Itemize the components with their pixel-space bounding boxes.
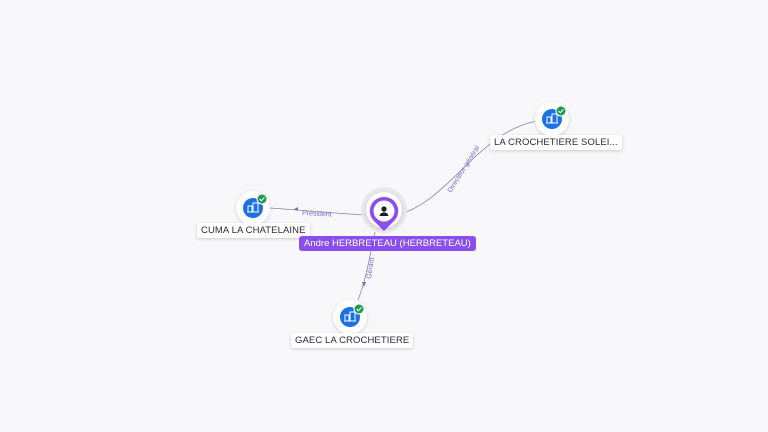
arrow-president xyxy=(294,207,298,211)
company-node-crochetiere-soleil[interactable] xyxy=(535,102,569,136)
edge-president xyxy=(269,207,367,216)
verified-check-icon xyxy=(353,303,365,315)
person-label[interactable]: Andre HERBRETEAU (HERBRETEAU) xyxy=(299,236,476,251)
verified-check-icon xyxy=(256,193,268,205)
company-label-cuma-chatelaine[interactable]: CUMA LA CHATELAINE xyxy=(197,223,310,238)
building-icon xyxy=(247,202,259,213)
edge-arrows xyxy=(294,207,366,287)
edge-label-directeur-general: Directeur général xyxy=(447,144,482,194)
company-node-gaec-crochetiere[interactable] xyxy=(333,300,367,334)
person-icon xyxy=(379,206,389,216)
building-icon xyxy=(344,311,356,322)
company-node-cuma-chatelaine[interactable] xyxy=(236,191,270,225)
company-label-crochetiere-soleil[interactable]: LA CROCHETIERE SOLEI... xyxy=(490,135,622,150)
verified-check-icon xyxy=(555,105,567,117)
person-node[interactable] xyxy=(361,187,407,233)
edge-label-gerant: Gérant xyxy=(366,257,376,279)
edge-label-president: Président xyxy=(302,210,332,219)
company-label-gaec-crochetiere[interactable]: GAEC LA CROCHETIERE xyxy=(291,333,414,348)
building-icon xyxy=(546,113,558,124)
arrow-gerant xyxy=(362,282,366,287)
edge-directeur-general xyxy=(399,120,539,215)
